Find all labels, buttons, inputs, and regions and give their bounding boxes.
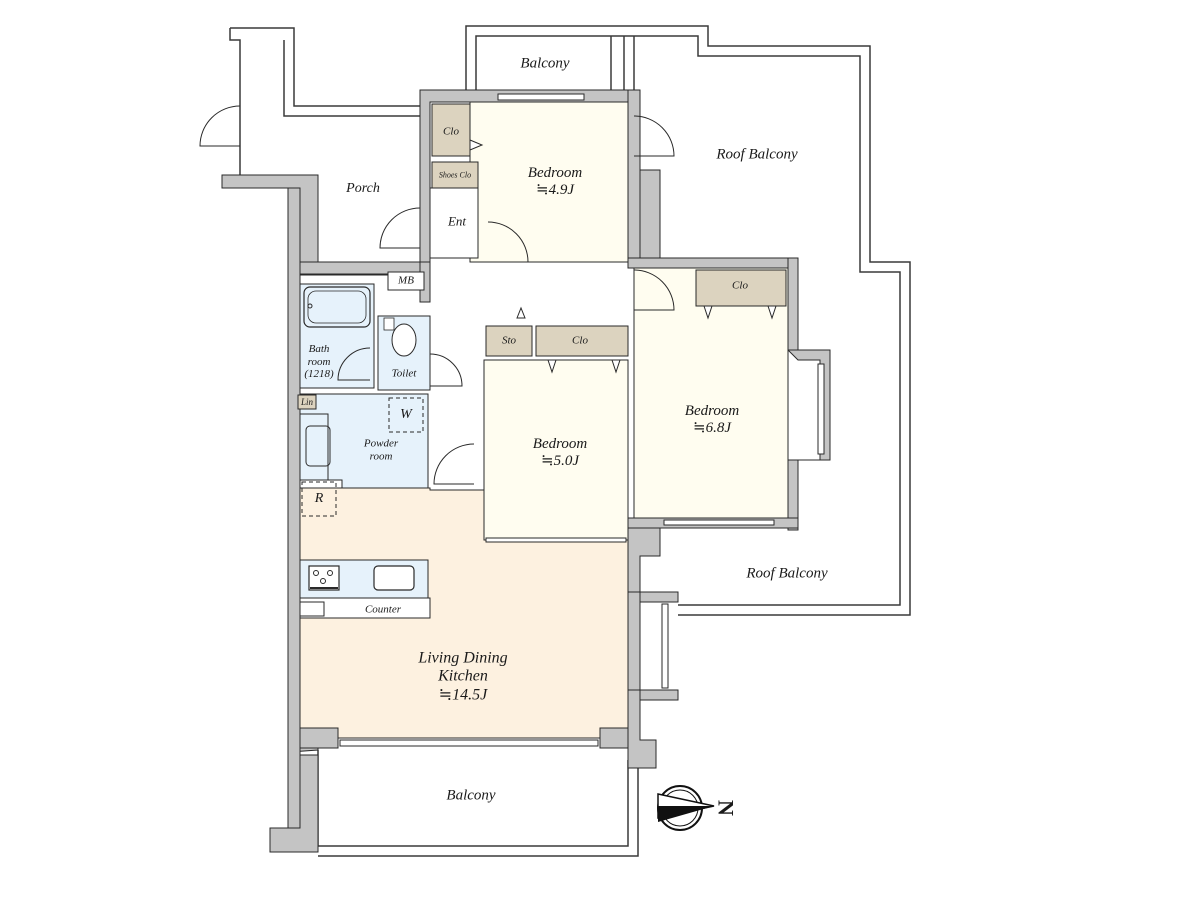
washer-space: [388, 397, 424, 433]
bathroom-label-line1: Bath: [308, 343, 330, 356]
balcony-top-label: Balcony: [520, 55, 570, 72]
toilet-label: Toilet: [391, 367, 417, 380]
washer-label: W: [400, 406, 412, 422]
meter-box-label: MB: [398, 274, 414, 287]
balcony-railings: [229, 25, 911, 857]
bathroom-label-line3: (1218): [304, 368, 334, 381]
bedroom-2-name: Bedroom: [532, 435, 588, 452]
closet-bedroom-2-label: Clo: [572, 334, 588, 347]
closet-bedroom-3: [695, 269, 787, 307]
ldk-label-line1: Living Dining: [418, 649, 508, 667]
shoes-closet-label: Shoes Clo: [438, 170, 472, 180]
closet-entry-label: Clo: [443, 125, 459, 138]
meter-box: [387, 271, 425, 291]
porch-label: Porch: [346, 180, 380, 196]
bathtub: [303, 286, 371, 328]
roof-balcony-bottom-label: Roof Balcony: [746, 565, 828, 582]
toilet-bowl: [391, 323, 417, 357]
doors: [199, 105, 675, 485]
powder-room-label: Powder room: [364, 437, 398, 462]
bedroom-2-area: ≒5.0J: [541, 453, 579, 469]
compass-icon: [657, 785, 715, 831]
linen-label: Lin: [300, 396, 314, 407]
washbasin: [305, 425, 331, 467]
entrance-label: Ent: [447, 213, 467, 229]
closet-entry: [431, 103, 471, 157]
powder-room-label-line1: Powder: [363, 437, 399, 450]
windows: [339, 93, 825, 747]
closet-bedroom-2: [535, 325, 629, 357]
refrigerator-label: R: [314, 490, 324, 506]
compass-north-label: N: [713, 800, 739, 816]
refrigerator-space: [301, 481, 337, 517]
bathroom-label: Bath room (1218): [304, 343, 333, 381]
closet-door-markers: [469, 139, 777, 374]
bedroom-1-area: ≒4.9J: [536, 182, 574, 198]
ldk-area: ≒14.5J: [438, 686, 488, 704]
bedroom-2-label: Bedroom ≒5.0J: [533, 436, 587, 471]
closet-bedroom-3-label: Clo: [732, 279, 748, 292]
bathroom-label-line2: room: [307, 355, 331, 368]
ldk-floor: [299, 487, 629, 739]
ldk-label: Living Dining Kitchen ≒14.5J: [418, 649, 507, 704]
stove: [308, 565, 340, 591]
bedroom-3-area: ≒6.8J: [693, 420, 731, 436]
entrance-floor: [429, 187, 479, 259]
ldk-label-line2: Kitchen: [438, 667, 488, 685]
linen: [297, 394, 317, 410]
balcony-bottom-label: Balcony: [446, 787, 496, 804]
bedroom-2-floor: [483, 359, 629, 541]
storage: [485, 325, 533, 357]
bedroom-1-label: Bedroom ≒4.9J: [528, 165, 582, 200]
roof-balcony-top-label: Roof Balcony: [716, 146, 798, 163]
powder-room-label-line2: room: [369, 450, 393, 462]
counter-label: Counter: [364, 603, 402, 616]
bedroom-1-floor: [469, 101, 629, 263]
kitchen-sink: [373, 565, 415, 591]
bedroom-3-name: Bedroom: [684, 402, 740, 419]
storage-label: Sto: [501, 334, 517, 347]
bedroom-3-label: Bedroom ≒6.8J: [685, 403, 739, 438]
bedroom-1-name: Bedroom: [527, 164, 583, 181]
